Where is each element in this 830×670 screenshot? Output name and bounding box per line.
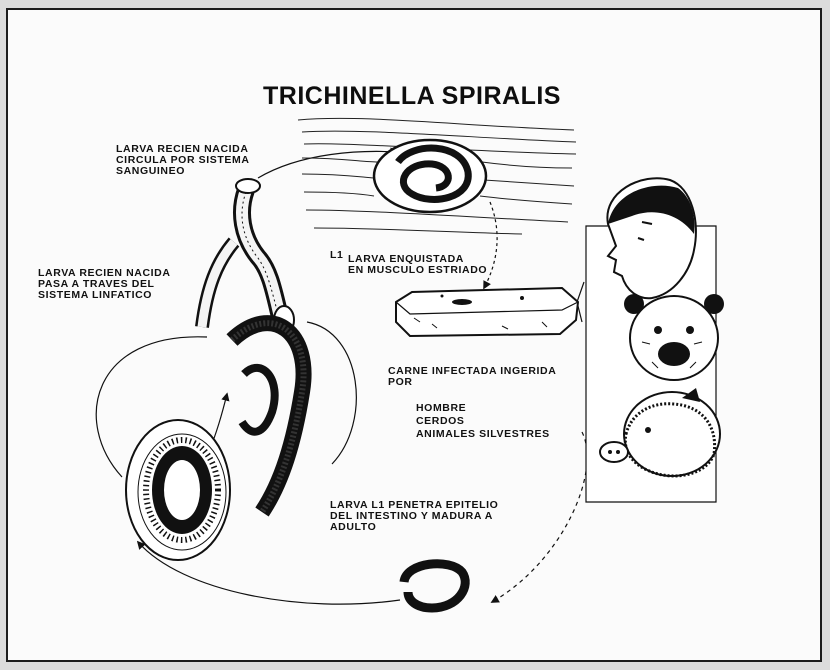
- label-l1-prefix: L1: [330, 250, 343, 261]
- intestinal-mucosa: [126, 420, 230, 560]
- diagram-title: TRICHINELLA SPIRALIS: [263, 82, 561, 111]
- blood-vessel: [236, 179, 294, 334]
- lymphatic-vessel: [202, 242, 234, 327]
- arrow-hosts-to-intestine: [492, 432, 587, 602]
- adult-worm: [404, 564, 465, 608]
- host-item: ANIMALES SILVESTRES: [416, 428, 550, 441]
- label-intestine-maturation: LARVA L1 PENETRA EPITELIO DEL INTESTINO …: [330, 500, 498, 533]
- host-list: HOMBRE CERDOS ANIMALES SILVESTRES: [416, 402, 550, 441]
- hosts-panel: [586, 178, 724, 502]
- intestine-worm: [232, 323, 304, 512]
- label-encysted-larva: LARVA ENQUISTADA EN MUSCULO ESTRIADO: [348, 254, 487, 276]
- label-lymphatic-passage: LARVA RECIEN NACIDA PASA A TRAVES DEL SI…: [38, 268, 171, 301]
- loop-outline-right: [307, 322, 356, 464]
- infected-meat-slab: [396, 288, 578, 336]
- label-infected-meat: CARNE INFECTADA INGERIDA POR: [388, 366, 556, 388]
- host-item: HOMBRE: [416, 402, 550, 415]
- label-blood-circulation: LARVA RECIEN NACIDA CIRCULA POR SISTEMA …: [116, 144, 250, 177]
- encysted-larva-cyst: [374, 140, 486, 212]
- host-item: CERDOS: [416, 415, 550, 428]
- diagram-frame: TRICHINELLA SPIRALIS LARVA RECIEN NACIDA…: [6, 8, 822, 662]
